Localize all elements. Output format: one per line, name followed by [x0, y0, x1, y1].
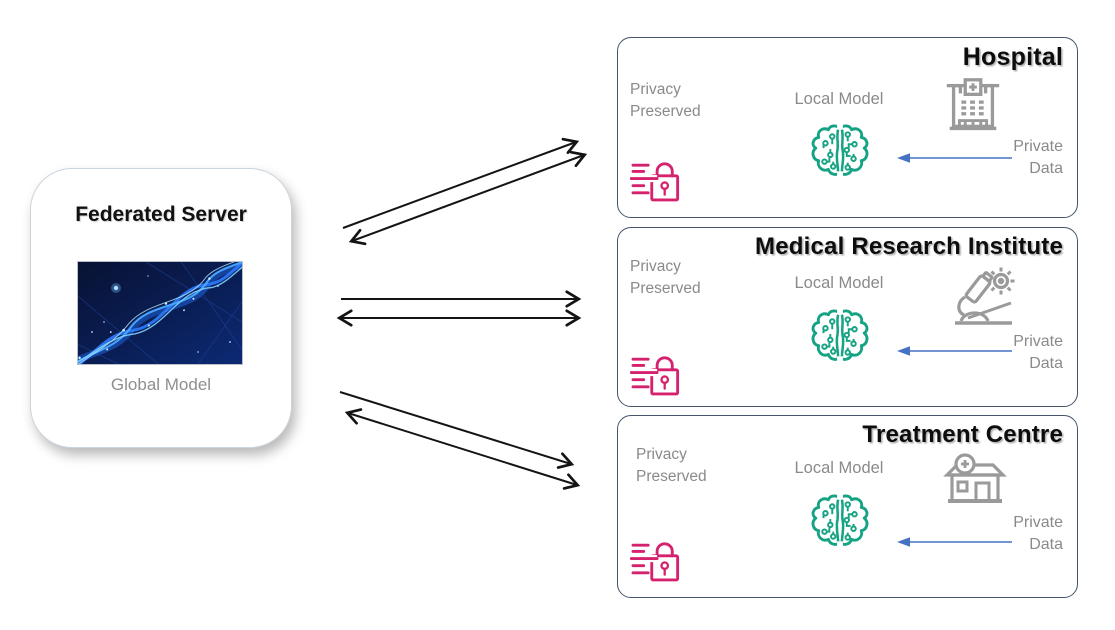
private-data-arrow: [894, 344, 1014, 358]
private-data-label: Private Data: [1013, 138, 1063, 178]
global-model-picture: [77, 261, 243, 365]
microscope-icon: [948, 266, 1020, 332]
hospital-building-icon: [940, 74, 1006, 138]
privacy-lock-icon: [630, 352, 686, 402]
privacy-preserved-label: Privacy Preserved: [630, 81, 701, 121]
hospital-title: Hospital: [962, 43, 1063, 71]
privacy-lock-icon: [630, 538, 686, 588]
client-box-treatment-centre: Treatment Centre Privacy Preserved Local…: [617, 415, 1078, 598]
arrow-server-to-tc: [339, 391, 575, 469]
privacy-preserved-label: Privacy Preserved: [630, 258, 701, 298]
privacy-preserved-label: Privacy Preserved: [636, 446, 707, 486]
private-data-arrow: [894, 151, 1014, 165]
private-data-label: Private Data: [1013, 514, 1063, 554]
brain-circuit-icon: [809, 492, 871, 550]
clinic-building-icon: [938, 450, 1012, 512]
federated-server-title: Federated Server: [75, 203, 247, 226]
mri-title: Medical Research Institute: [755, 233, 1063, 260]
private-data-label: Private Data: [1013, 333, 1063, 373]
local-model-label: Local Model: [794, 274, 884, 292]
client-box-hospital: Hospital Privacy Preserved Local Model: [617, 37, 1078, 218]
brain-circuit-icon: [809, 307, 871, 365]
private-data-arrow: [894, 535, 1014, 549]
privacy-lock-icon: [630, 158, 686, 208]
client-box-medical-research-institute: Medical Research Institute Privacy Prese…: [617, 227, 1078, 407]
network-helix-image: [78, 262, 242, 364]
brain-circuit-icon: [809, 122, 871, 180]
global-model-label: Global Model: [110, 375, 212, 394]
tc-title: Treatment Centre: [862, 421, 1063, 448]
local-model-label: Local Model: [794, 90, 884, 108]
local-model-label: Local Model: [794, 459, 884, 477]
federated-server-box: Federated Server: [30, 168, 292, 448]
arrow-hospital-to-server: [348, 150, 588, 246]
arrow-tc-to-server: [344, 408, 581, 490]
arrow-server-to-hospital: [342, 137, 580, 229]
